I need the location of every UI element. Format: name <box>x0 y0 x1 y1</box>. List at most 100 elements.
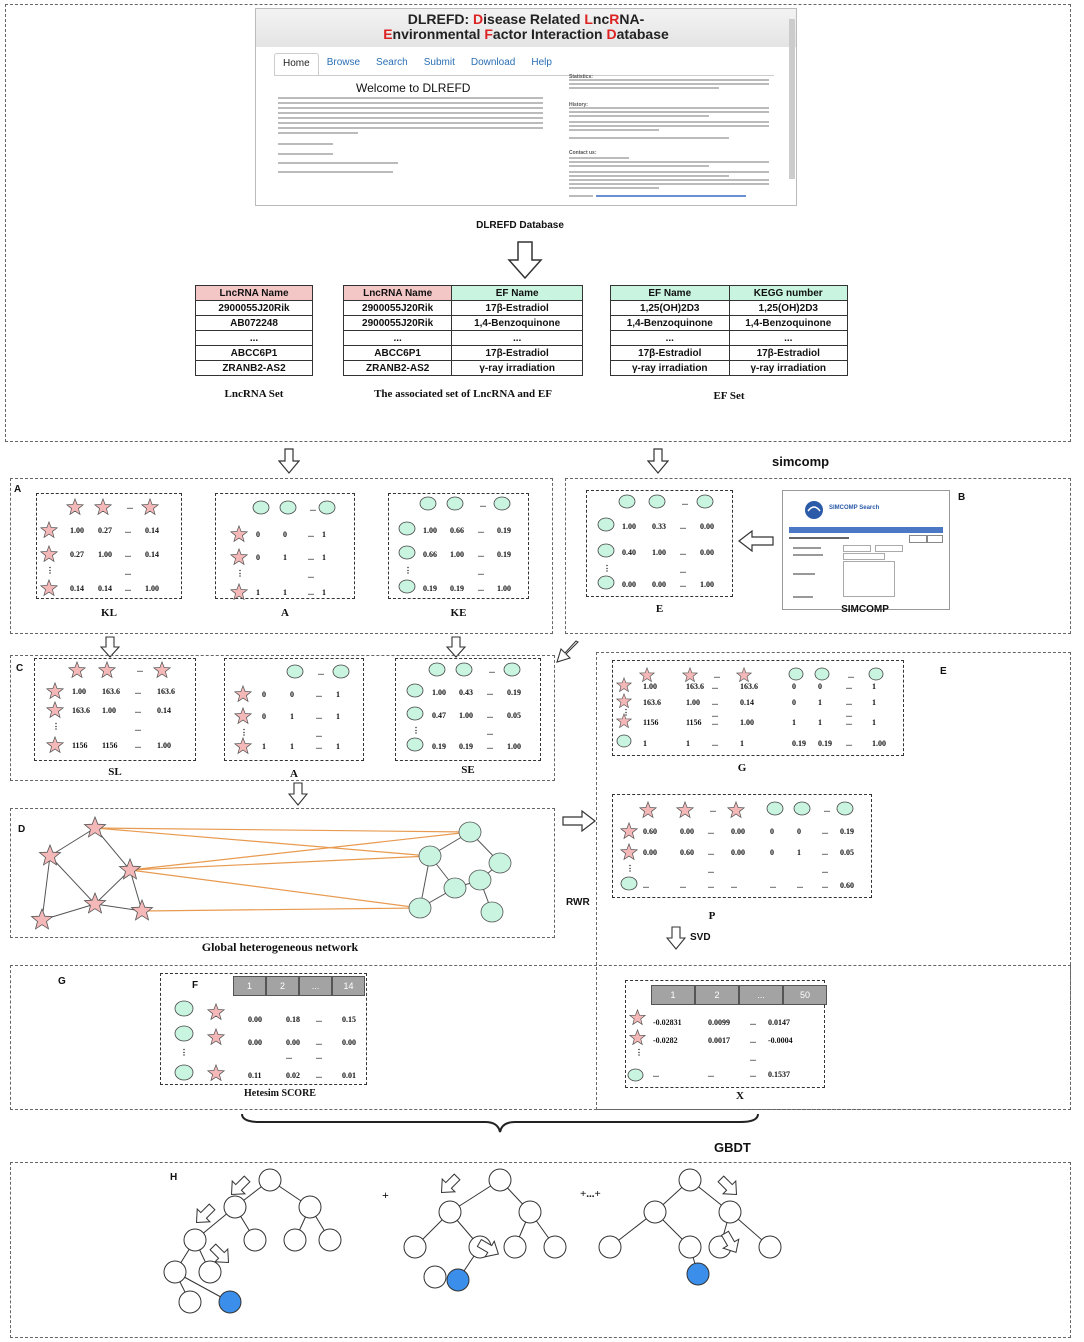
table-cell: 2900055J20Rik <box>342 300 453 316</box>
matrix-value: 0.19 <box>497 550 511 559</box>
lncrna-star-icon <box>628 1008 647 1031</box>
table-cell: ZRANB2-AS2 <box>195 360 313 376</box>
lncrna-star-icon <box>206 1002 226 1026</box>
matrix-value: ... <box>308 553 314 562</box>
matrix-value: 1.00 <box>102 706 116 715</box>
matrix-value: ... <box>797 881 803 890</box>
matrix-value: 0.14 <box>98 584 112 593</box>
matrix-value: ... <box>125 584 131 593</box>
matrix-value: ... <box>135 741 141 750</box>
ellipsis-glyph: ⋮ <box>236 569 244 578</box>
matrix-value: 1.00 <box>157 741 171 750</box>
ef-circle-icon <box>318 500 336 520</box>
nav-browse[interactable]: Browse <box>326 57 361 68</box>
matrix-value: 1.00 <box>872 739 886 748</box>
lncrna-star-icon <box>206 1027 226 1051</box>
matrix-value: -0.0004 <box>768 1036 793 1045</box>
matrix-value: 0.1537 <box>768 1070 790 1079</box>
heterogeneous-network <box>30 815 512 930</box>
title-fragment: DLREFD: <box>407 11 474 27</box>
panel-d <box>10 808 555 938</box>
ef-circle-icon <box>648 494 666 514</box>
matrix-value: ... <box>125 568 131 577</box>
matrix-value: 0.60 <box>840 881 854 890</box>
matrix-value: 1 <box>322 553 326 562</box>
ellipsis-glyph: ⋮ <box>412 726 420 735</box>
matrix-value: ... <box>712 739 718 748</box>
nav-search[interactable]: Search <box>376 57 408 68</box>
column-index-box: 2 <box>695 985 739 1005</box>
matrix-value: 1.00 <box>450 550 464 559</box>
matrix-value: ... <box>712 718 718 727</box>
tree-node <box>543 1235 567 1259</box>
rwr-label: RWR <box>566 897 590 908</box>
matrix-value: 0.19 <box>423 584 437 593</box>
lncrna-edge <box>49 827 96 857</box>
matrix-value: ... <box>770 881 776 890</box>
ef-circle-icon <box>620 876 638 896</box>
matrix-value: 0.19 <box>792 739 806 748</box>
matrix-value: ... <box>846 739 852 748</box>
table-cell: 17β-Estradiol <box>451 300 583 316</box>
ef-circle-icon <box>446 496 464 516</box>
nav-help[interactable]: Help <box>531 57 552 68</box>
lncrna-star-icon <box>140 497 160 521</box>
matrix-x <box>625 980 825 1088</box>
matrix-value: 0.18 <box>286 1015 300 1024</box>
matrix-value: 0.19 <box>450 584 464 593</box>
matrix-value: 1.00 <box>423 526 437 535</box>
ef-node-circle-icon <box>480 901 504 923</box>
leaf-node-highlight <box>686 1262 710 1286</box>
matrix-value: 0.19 <box>507 688 521 697</box>
table-cell: ... <box>195 330 313 346</box>
matrix-value: 0.14 <box>145 550 159 559</box>
cross-edge <box>94 827 471 833</box>
column-index-box: 2 <box>266 976 299 996</box>
database-caption: DLREFD Database <box>476 220 564 231</box>
lncrna-star-icon <box>65 497 85 521</box>
matrix-value: ... <box>822 881 828 890</box>
ef-circle-icon <box>428 662 446 682</box>
matrix-value: ... <box>653 1070 659 1079</box>
down-arrow-icon <box>507 241 543 280</box>
nav-download[interactable]: Download <box>470 57 516 68</box>
matrix-value: 1156 <box>72 741 88 750</box>
nav-submit[interactable]: Submit <box>423 57 455 68</box>
ef-circle-icon <box>627 1068 644 1087</box>
matrix-value: ... <box>316 712 322 721</box>
assoc-set-caption: The associated set of LncRNA and EF <box>374 388 552 400</box>
matrix-value: ... <box>487 728 493 737</box>
ef-circle-icon <box>618 494 636 514</box>
matrix-value: 1 <box>792 718 796 727</box>
matrix-value: 0.19 <box>818 739 832 748</box>
panel-letter-e: E <box>940 666 947 677</box>
matrix-value: ... <box>308 571 314 580</box>
matrix-value: ... <box>680 580 686 589</box>
leaf-node-highlight <box>218 1290 242 1314</box>
lncrna-star-icon <box>638 800 658 824</box>
matrix-value: ... <box>316 742 322 751</box>
ef-circle-icon <box>597 575 615 595</box>
matrix-value: ... <box>822 848 828 857</box>
matrix-value: ... <box>137 665 143 674</box>
panel-a <box>10 478 553 634</box>
lncrna-star-icon <box>229 524 249 548</box>
tree-node <box>298 1195 322 1219</box>
matrix-value: 0.40 <box>622 548 636 557</box>
matrix-value: 163.6 <box>643 698 661 707</box>
matrix-value: 1 <box>283 553 287 562</box>
ellipsis-glyph: ⋮ <box>626 864 634 873</box>
path-arrow-icon <box>717 1175 738 1196</box>
matrix-g <box>612 660 904 756</box>
down-arrow-icon <box>278 448 300 474</box>
matrix-value: ... <box>310 504 316 513</box>
panel-h <box>10 1162 1071 1338</box>
lncrna-node-star-icon <box>118 857 142 880</box>
table-cell: 17β-Estradiol <box>610 345 730 361</box>
nav-home[interactable]: Home <box>274 53 319 75</box>
matrix-value: 0.14 <box>145 526 159 535</box>
lncrna-star-icon <box>229 547 249 571</box>
table-cell: ... <box>342 330 453 346</box>
matrix-value: ... <box>316 1052 322 1061</box>
